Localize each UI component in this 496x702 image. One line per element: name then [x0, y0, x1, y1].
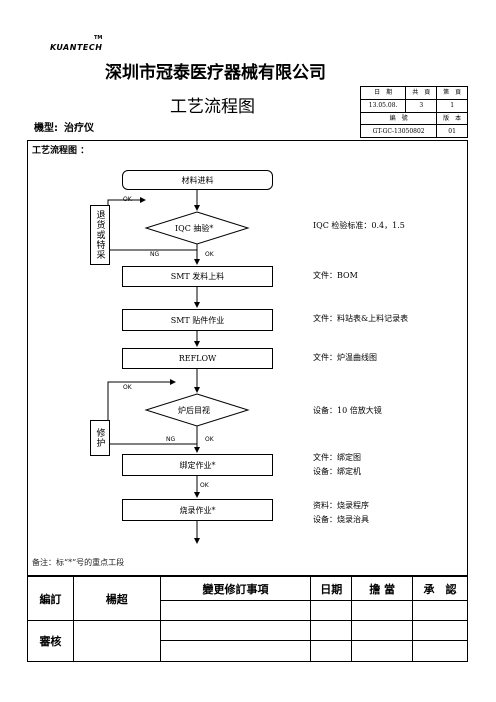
change-cell — [412, 600, 468, 621]
step-repair: 修护 — [90, 420, 110, 456]
step-smt-placement: SMT 贴件作业 — [122, 309, 273, 331]
note-burning-fixture: 设备：烧录治具 — [313, 515, 369, 524]
flowchart-frame — [27, 140, 468, 576]
change-cell — [310, 620, 353, 641]
arrow-repair-to-reflow — [107, 379, 176, 420]
change-cell — [412, 620, 468, 641]
note-reflow-profile: 文件：炉温曲线图 — [313, 353, 377, 362]
note-iqc-standard: IQC 检验标准：0.4，1.5 — [313, 221, 405, 230]
change-cell — [159, 620, 312, 641]
label-ok-binding: OK — [200, 482, 209, 489]
change-cell — [351, 640, 414, 662]
prepared-by-label: 編訂 — [27, 576, 74, 621]
company-logo: KUANTECH — [50, 43, 103, 52]
step-burning: 烧录作业* — [122, 499, 273, 521]
model-value: 治疗仪 — [64, 123, 94, 134]
document-info-table: 日 期 共 頁 第 頁 13.05.08. 3 1 編 號 版 本 GT-GC-… — [359, 86, 468, 138]
change-cell — [159, 600, 312, 621]
change-cell — [310, 640, 353, 662]
change-cell — [412, 640, 468, 662]
step-binding: 绑定作业* — [122, 454, 273, 476]
reviewed-by-name — [72, 620, 161, 662]
label-ok-iqc: OK — [205, 251, 214, 258]
change-cell — [159, 640, 312, 662]
step-reflow: REFLOW — [122, 348, 273, 369]
code-value: GT-GC-13050802 — [359, 124, 438, 138]
label-ok-visual: OK — [205, 436, 214, 443]
note-binding-machine: 设备：绑定机 — [313, 467, 361, 476]
note-feeder-list: 文件：料站表&上料记录表 — [313, 314, 409, 323]
reviewed-by-label: 審核 — [27, 620, 74, 662]
section-title: 工艺流程图 ： — [32, 146, 90, 156]
company-name: 深圳市冠泰医疗器械有限公司 — [105, 63, 326, 83]
approval-header: 承 認 — [412, 576, 468, 601]
arrow-visual-ng-to-repair — [107, 426, 198, 445]
prepared-by-name: 楊超 — [72, 576, 161, 621]
note-binding-drawing: 文件：绑定图 — [313, 453, 361, 462]
change-cell — [351, 600, 414, 621]
label-ng-visual: NG — [166, 436, 176, 443]
note-burning-program: 资料：烧录程序 — [313, 501, 369, 510]
step-return-or-concession: 退货或特采 — [90, 205, 110, 265]
trademark-mark: TM — [94, 35, 103, 41]
step-material-incoming: 材料进料 — [122, 170, 273, 190]
model-label: 機型: — [34, 123, 58, 134]
note-bom: 文件：BOM — [313, 271, 358, 280]
remark-note: 备注：标“*”号的重点工段 — [32, 558, 125, 567]
step-post-furnace-visual: 炉后目视 — [178, 406, 210, 415]
change-cell — [310, 600, 353, 621]
owner-header: 擔 當 — [351, 576, 414, 601]
label-ng-iqc: NG — [150, 251, 160, 258]
arrow-reject-to-start — [107, 197, 146, 205]
version-value: 01 — [436, 124, 468, 138]
change-date-header: 日期 — [310, 576, 353, 601]
step-smt-feeding: SMT 发料上料 — [122, 266, 273, 287]
label-ok-reject: OK — [123, 196, 132, 203]
change-items-header: 變更修訂事項 — [159, 576, 312, 601]
document-title: 工艺流程图 — [170, 97, 255, 117]
label-ok-repair: OK — [123, 384, 132, 391]
signature-table: 編訂 楊超 變更修訂事項 日期 擔 當 承 認 審核 — [27, 576, 468, 662]
step-iqc-inspection: IQC 抽验* — [175, 224, 214, 233]
note-magnifier: 设备：10 倍放大镜 — [313, 406, 382, 415]
change-cell — [351, 620, 414, 641]
